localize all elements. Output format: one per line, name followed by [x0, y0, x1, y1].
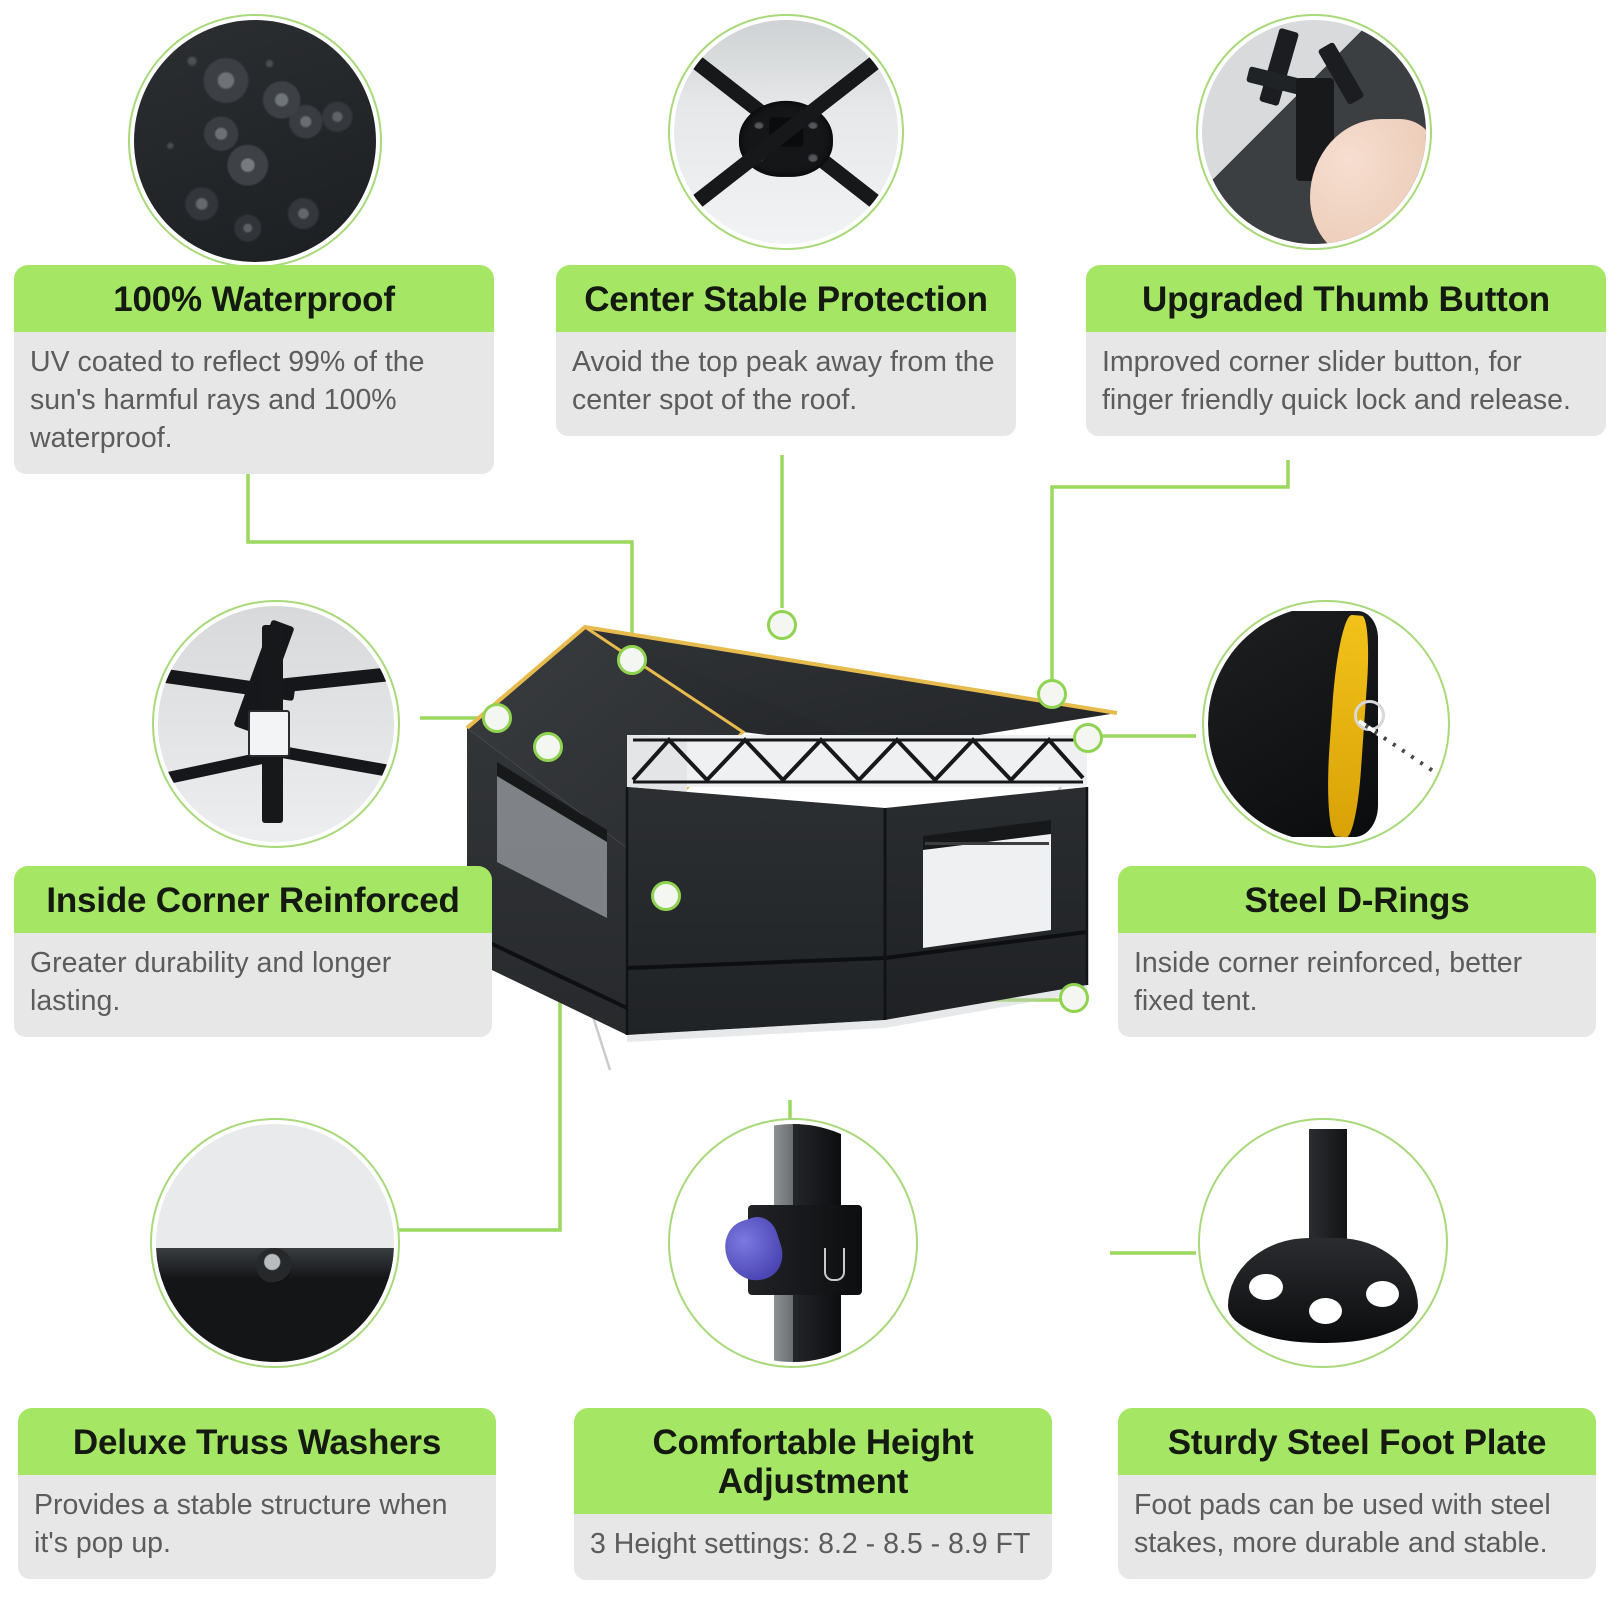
feature-card-thumb-button: Upgraded Thumb Button Improved corner sl… [1086, 265, 1606, 436]
steel-foot-plate-photo [1198, 1118, 1448, 1368]
feature-title-height-adjust: Comfortable Height Adjustment [574, 1408, 1052, 1515]
hotspot-dot-roof-peak [767, 610, 797, 640]
feature-card-foot-plate: Sturdy Steel Foot Plate Foot pads can be… [1118, 1408, 1596, 1579]
feature-card-waterproof: 100% Waterproof UV coated to reflect 99%… [14, 265, 494, 474]
feature-title-d-rings: Steel D-Rings [1118, 866, 1596, 934]
pop-up-canopy-tent-illustration [465, 624, 1118, 1042]
water-droplets-on-fabric-photo [128, 14, 382, 268]
feature-title-waterproof: 100% Waterproof [14, 265, 494, 333]
inside-corner-bracket-photo [152, 600, 400, 848]
feature-body-waterproof: UV coated to reflect 99% of the sun's ha… [14, 332, 494, 474]
feature-body-truss-washers: Provides a stable structure when it's po… [18, 1475, 496, 1579]
feature-body-center-stable: Avoid the top peak away from the center … [556, 332, 1016, 436]
hotspot-dot-right-foot [1059, 983, 1089, 1013]
feature-card-height-adjust: Comfortable Height Adjustment 3 Height s… [574, 1408, 1052, 1581]
hotspot-dot-right-eave [1037, 679, 1067, 709]
feature-title-foot-plate: Sturdy Steel Foot Plate [1118, 1408, 1596, 1476]
hotspot-dot-left-wall-top [533, 732, 563, 762]
hand-pressing-thumb-button-photo [1196, 14, 1432, 250]
feature-body-height-adjust: 3 Height settings: 8.2 - 8.5 - 8.9 FT [574, 1514, 1052, 1581]
hotspot-dot-wall-base [651, 881, 681, 911]
feature-body-d-rings: Inside corner reinforced, better fixed t… [1118, 933, 1596, 1037]
feature-title-center-stable: Center Stable Protection [556, 265, 1016, 333]
feature-body-inside-corner: Greater durability and longer lasting. [14, 933, 492, 1037]
feature-card-d-rings: Steel D-Rings Inside corner reinforced, … [1118, 866, 1596, 1037]
feature-card-truss-washers: Deluxe Truss Washers Provides a stable s… [18, 1408, 496, 1579]
feature-card-center-stable: Center Stable Protection Avoid the top p… [556, 265, 1016, 436]
corner-d-ring-with-rope-photo [1202, 600, 1450, 848]
hotspot-dot-roof-ridge [617, 645, 647, 675]
feature-title-truss-washers: Deluxe Truss Washers [18, 1408, 496, 1476]
hotspot-dot-left-eave [482, 703, 512, 733]
feature-body-foot-plate: Foot pads can be used with steel stakes,… [1118, 1475, 1596, 1579]
feature-title-inside-corner: Inside Corner Reinforced [14, 866, 492, 934]
center-truss-hub-photo [668, 14, 904, 250]
feature-card-inside-corner: Inside Corner Reinforced Greater durabil… [14, 866, 492, 1037]
truss-washer-bolt-photo [150, 1118, 400, 1368]
leg-height-button-photo [668, 1118, 918, 1368]
feature-title-thumb-button: Upgraded Thumb Button [1086, 265, 1606, 333]
feature-body-thumb-button: Improved corner slider button, for finge… [1086, 332, 1606, 436]
hotspot-dot-right-corner [1073, 723, 1103, 753]
